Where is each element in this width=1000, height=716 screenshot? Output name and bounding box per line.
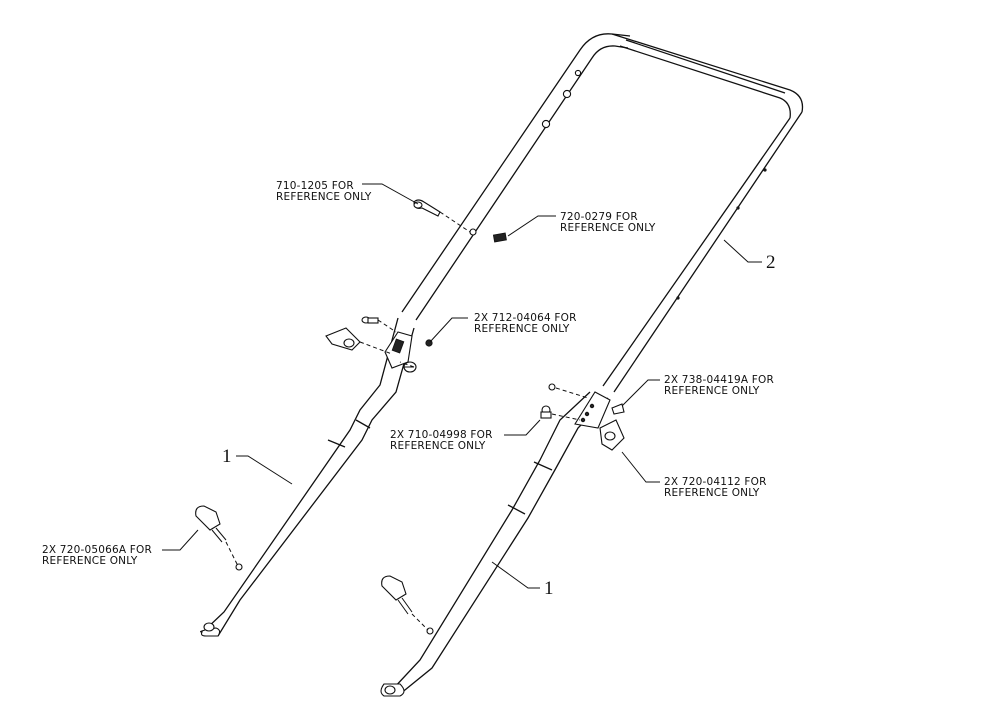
- leader-line: [621, 451, 660, 483]
- right-hinge-bracket: [574, 391, 611, 429]
- left-carriage-bolt: [361, 316, 379, 324]
- leader-line: [362, 183, 419, 205]
- assembly-line: [359, 341, 393, 355]
- callout-710-04998-line1: 2X 710-04998 FOR: [390, 429, 493, 441]
- leader-line: [723, 239, 762, 263]
- right-adjust-knob: [381, 575, 413, 615]
- callout-712-04064-line1: 2X 712-04064 FOR: [474, 312, 577, 324]
- right-lock-knob: [599, 419, 625, 451]
- cable-clip: [492, 232, 507, 243]
- callout-738-04419a-line2: REFERENCE ONLY: [664, 385, 760, 397]
- left-knob-lever: [325, 327, 361, 351]
- upper-handle: [401, 33, 804, 393]
- right-hex-nut: [548, 383, 556, 391]
- assembly-line: [225, 541, 239, 567]
- assembly-line: [399, 361, 415, 368]
- callout-720-04112-line1: 2X 720-04112 FOR: [664, 476, 767, 488]
- callout-738-04419a-line1: 2X 738-04419A FOR: [664, 374, 774, 386]
- cable-guide-pin: [413, 199, 441, 217]
- leader-line: [236, 455, 293, 485]
- lower-handle-left: [199, 317, 415, 637]
- leader-line: [621, 379, 660, 407]
- assembly-line: [555, 387, 589, 399]
- callout-710-1205-line1: 710-1205 FOR: [276, 180, 354, 192]
- right-carriage-bolt: [540, 405, 552, 419]
- callout-720-05066a-line2: REFERENCE ONLY: [42, 555, 138, 567]
- callout-710-1205-line2: REFERENCE ONLY: [276, 191, 372, 203]
- leader-line: [507, 215, 556, 237]
- callout-720-04112-line2: REFERENCE ONLY: [664, 487, 760, 499]
- leader-line: [504, 419, 541, 436]
- callout-712-04064-line2: REFERENCE ONLY: [474, 323, 570, 335]
- left-hinge-bracket: [384, 331, 413, 369]
- callout-720-05066a-line1: 2X 720-05066A FOR: [42, 544, 152, 556]
- callout-710-04998-line2: REFERENCE ONLY: [390, 440, 486, 452]
- part-number-lower-left: 1: [222, 446, 232, 467]
- part-number-upper-handle: 2: [766, 252, 776, 273]
- assembly-line: [411, 613, 429, 631]
- right-shoulder-bolt: [611, 403, 625, 415]
- leader-line: [429, 317, 468, 343]
- leader-line: [162, 529, 199, 551]
- assembly-line: [551, 413, 581, 421]
- left-spacer: [403, 361, 417, 373]
- left-adjust-knob: [195, 505, 227, 543]
- assembly-line: [439, 211, 471, 233]
- assembly-line: [377, 319, 397, 333]
- leader-line: [491, 561, 540, 589]
- callout-720-0279-line1: 720-0279 FOR: [560, 211, 638, 223]
- part-number-lower-right: 1: [544, 578, 554, 599]
- callout-720-0279-line2: REFERENCE ONLY: [560, 222, 656, 234]
